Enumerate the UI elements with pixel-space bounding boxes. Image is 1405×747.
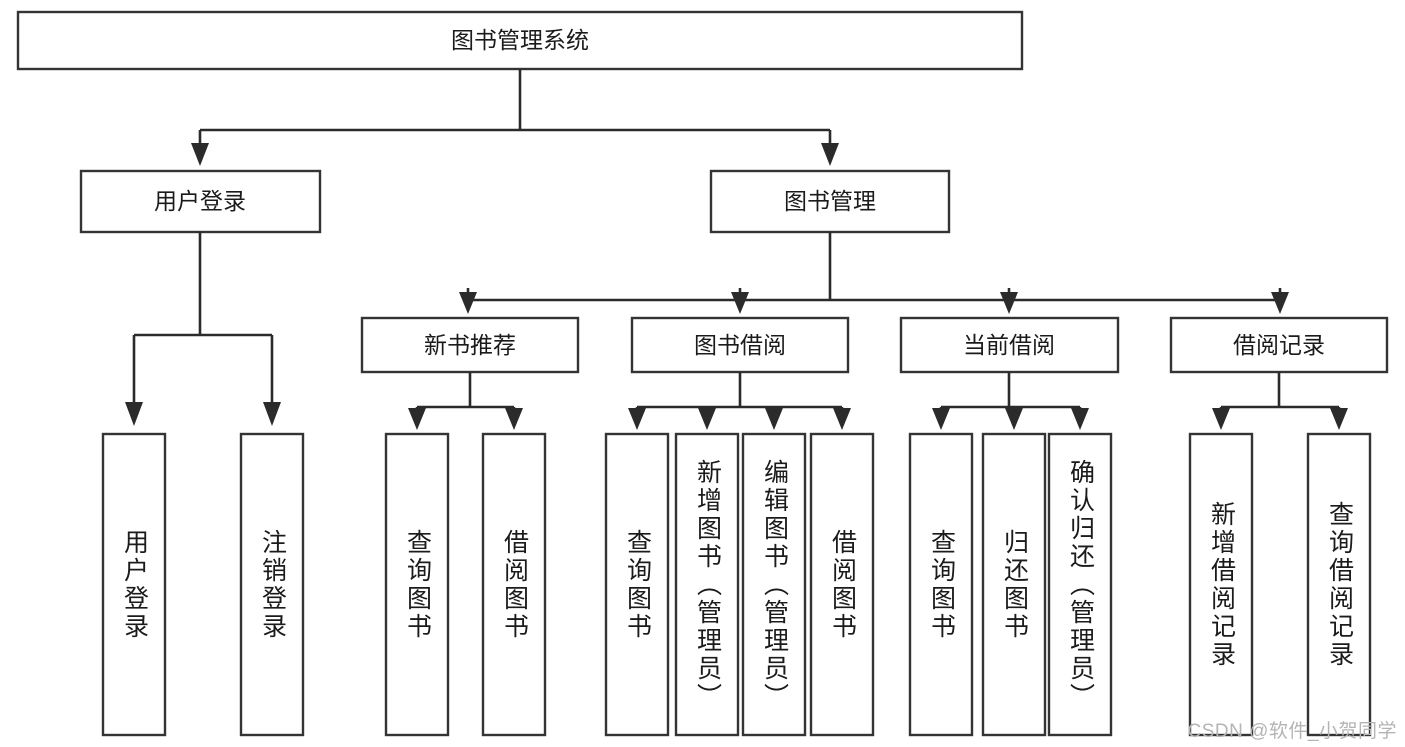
book-borrow-box [630, 316, 850, 374]
borrow-record-label: 借阅记录 [1233, 332, 1325, 358]
leaf-box-logout[interactable] [239, 432, 305, 737]
node-book-borrow[interactable]: 图书借阅 [630, 316, 850, 374]
leaf-box-query-book-3[interactable] [908, 432, 974, 737]
leaf-box-add-record[interactable] [1188, 432, 1254, 737]
leaf-label-add-book: 新增图书（管理员） [693, 458, 722, 711]
arrow-leaf-query-record [1330, 408, 1348, 430]
leaf-box-add-book[interactable] [674, 432, 740, 737]
leaf-label-query-book-2: 查询图书 [623, 528, 652, 641]
new-book-recommend-box [360, 316, 580, 374]
connector-current-borrow-to-leaves [932, 372, 1089, 430]
book-manage-label: 图书管理 [784, 188, 876, 214]
leaf-box-query-book-1[interactable] [384, 432, 450, 737]
root-box [16, 10, 1024, 71]
leaf-box-query-book-2[interactable] [604, 432, 670, 737]
connector-book-borrow-to-leaves [628, 372, 851, 430]
connector-user-login-to-leaves [125, 232, 281, 426]
leaf-label-query-record: 查询借阅记录 [1325, 500, 1354, 669]
node-new-book-recommend[interactable]: 新书推荐 [360, 316, 580, 374]
arrow-leaf-borrow-book-2 [833, 408, 851, 430]
arrow-to-book-borrow [731, 292, 749, 314]
leaf-box-query-record[interactable] [1306, 432, 1372, 737]
arrow-to-book-manage [821, 143, 839, 166]
node-current-borrow[interactable]: 当前借阅 [899, 316, 1120, 374]
arrow-to-new-book-rec [459, 292, 477, 314]
leaf-label-return-book: 归还图书 [1000, 528, 1029, 641]
user-login-label: 用户登录 [154, 188, 246, 214]
leaf-label-add-record: 新增借阅记录 [1207, 500, 1236, 669]
arrow-leaf-query-book-1 [408, 408, 426, 430]
leaf-label-confirm-return: 确认归还（管理员） [1066, 458, 1095, 711]
arrow-leaf-confirm-return [1071, 408, 1089, 430]
leaf-box-edit-book[interactable] [741, 432, 807, 737]
root-label: 图书管理系统 [451, 27, 589, 53]
connector-book-manage-to-level3 [459, 232, 1289, 314]
connector-root-to-level2 [191, 69, 839, 166]
node-book-manage[interactable]: 图书管理 [709, 169, 951, 234]
leaf-label-query-book-1: 查询图书 [403, 528, 432, 641]
leaf-label-query-book-3: 查询图书 [927, 528, 956, 641]
book-borrow-label: 图书借阅 [694, 332, 786, 358]
current-borrow-label: 当前借阅 [963, 332, 1055, 358]
connector-new-book-recommend-to-leaves [408, 372, 523, 430]
connector-borrow-record-to-leaves [1212, 372, 1348, 430]
arrow-to-current-borrow [1000, 292, 1018, 314]
leaf-label-logout: 注销登录 [258, 528, 287, 641]
leaf-label-borrow-book-1: 借阅图书 [500, 528, 529, 641]
csdn-watermark: CSDN @软件_小贺同学 [1187, 721, 1397, 742]
leaf-label-user-login: 用户登录 [120, 528, 149, 641]
arrow-leaf-add-record [1212, 408, 1230, 430]
leaf-box-return-book[interactable] [981, 432, 1047, 737]
leaf-box-user-login[interactable] [101, 432, 167, 737]
arrow-leaf-return-book [1005, 408, 1023, 430]
arrow-to-leaf-logout [263, 402, 281, 426]
node-borrow-record[interactable]: 借阅记录 [1169, 316, 1389, 374]
leaf-label-edit-book: 编辑图书（管理员） [760, 458, 789, 711]
leaf-label-borrow-book-2: 借阅图书 [828, 528, 857, 641]
node-user-login[interactable]: 用户登录 [79, 169, 322, 234]
arrow-to-leaf-user-login [125, 402, 143, 426]
leaf-box-borrow-book-2[interactable] [809, 432, 875, 737]
new-book-recommend-label: 新书推荐 [424, 332, 516, 358]
arrow-to-borrow-record [1271, 292, 1289, 314]
arrow-leaf-query-book-3 [932, 408, 950, 430]
leaf-box-confirm-return[interactable] [1047, 432, 1113, 737]
arrow-leaf-borrow-book-1 [505, 408, 523, 430]
arrow-leaf-edit-book [765, 408, 783, 430]
current-borrow-box [899, 316, 1120, 374]
leaf-box-borrow-book-1[interactable] [481, 432, 547, 737]
arrow-leaf-query-book-2 [628, 408, 646, 430]
arrow-leaf-add-book [698, 408, 716, 430]
leaf-boxes [101, 432, 1372, 737]
arrow-to-user-login [191, 143, 209, 166]
node-root[interactable]: 图书管理系统 [16, 10, 1024, 71]
